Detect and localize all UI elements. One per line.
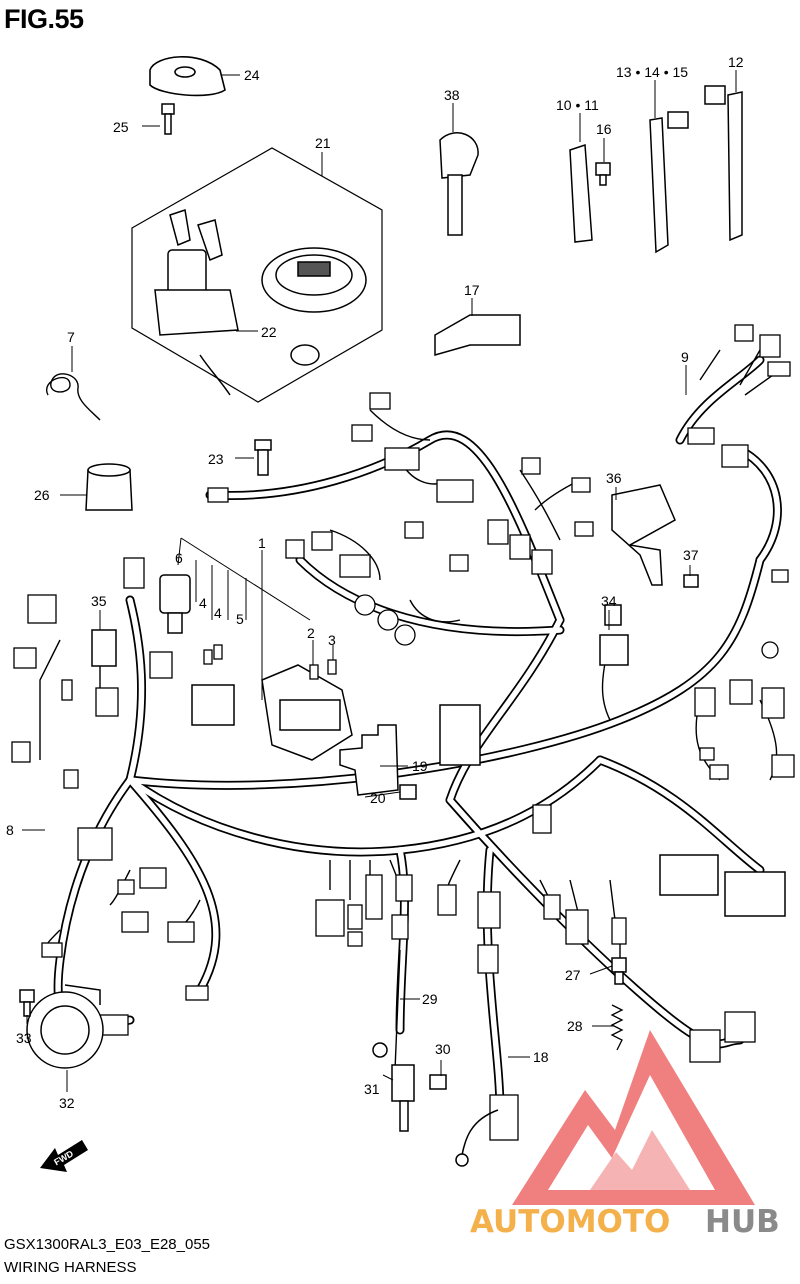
- callout-37: 37: [683, 547, 699, 563]
- callout-13-14-15: 13 • 14 • 15: [616, 64, 688, 80]
- bolt-30: [429, 1074, 447, 1090]
- ignition-set-box: [131, 147, 383, 403]
- callout-20: 20: [370, 790, 386, 806]
- callout-29: 29: [422, 991, 438, 1007]
- bracket-19: [339, 724, 399, 796]
- callout-16: 16: [596, 121, 612, 137]
- watermark-text-hub: HUB: [705, 1204, 780, 1240]
- callout-7: 7: [67, 329, 75, 345]
- sensor-27: [611, 957, 627, 985]
- ecm-connectors: [439, 704, 786, 917]
- watermark-triangle-inner: [548, 1075, 715, 1190]
- band-12: [704, 85, 743, 242]
- screw-37: [683, 574, 699, 588]
- figure-title: FIG.55: [4, 4, 84, 34]
- switch-31: [372, 1042, 415, 1132]
- callout-23: 23: [208, 451, 224, 467]
- callout-4b: 4: [214, 605, 222, 621]
- connector-35: [91, 629, 117, 667]
- horn-32: [26, 984, 104, 1069]
- relay-6: [159, 574, 191, 634]
- callout-10-11: 10 • 11: [556, 97, 599, 113]
- callout-8: 8: [6, 822, 14, 838]
- pad-17: [434, 314, 521, 356]
- connector-34: [599, 604, 629, 666]
- callout-24: 24: [244, 67, 260, 83]
- callout-labels: 24 25 21 22 7 23 26 38 10 • 11 16 13 • 1…: [6, 54, 744, 1111]
- callout-21: 21: [315, 135, 331, 151]
- fwd-arrow-icon: FWD: [40, 1140, 88, 1172]
- bolt-25: [161, 103, 175, 135]
- callout-22: 22: [261, 324, 277, 340]
- ground-terminal-18: [455, 1109, 499, 1167]
- callout-33: 33: [16, 1030, 32, 1046]
- callout-25: 25: [113, 119, 129, 135]
- bolt-20: [399, 784, 417, 800]
- callout-3: 3: [328, 632, 336, 648]
- callout-34: 34: [601, 593, 617, 609]
- ignition-cover: [149, 56, 226, 97]
- callout-35: 35: [91, 593, 107, 609]
- callout-1: 1: [258, 535, 266, 551]
- band-13-14-15: [649, 111, 689, 254]
- fuel-cap-lock: [261, 247, 367, 366]
- ignition-switch: [154, 209, 239, 396]
- spring-28: [610, 1004, 624, 1051]
- bolt-23: [254, 439, 272, 476]
- callout-17: 17: [464, 282, 480, 298]
- harness-connectors: [11, 324, 795, 1141]
- callout-38: 38: [444, 87, 460, 103]
- diagram-code: GSX1300RAL3_E03_E28_055: [4, 1236, 211, 1253]
- callout-36: 36: [606, 470, 622, 486]
- callout-26: 26: [34, 487, 50, 503]
- callout-2: 2: [307, 625, 315, 641]
- callout-27: 27: [565, 967, 581, 983]
- bracket-36: [611, 484, 676, 586]
- leader-lines: [22, 70, 737, 1092]
- callout-31: 31: [364, 1081, 380, 1097]
- callout-18: 18: [533, 1049, 549, 1065]
- callout-6: 6: [175, 550, 183, 566]
- clamp-10-11: [569, 143, 593, 243]
- automotohub-logo: [512, 1030, 755, 1205]
- main-wiring-harness: [58, 355, 777, 1115]
- key-38: [439, 132, 479, 236]
- screw-16: [595, 162, 611, 186]
- relay-5: [191, 684, 235, 726]
- callout-19: 19: [412, 758, 428, 774]
- callout-28: 28: [567, 1018, 583, 1034]
- callout-32: 32: [59, 1095, 75, 1111]
- callout-4a: 4: [199, 595, 207, 611]
- callout-9: 9: [681, 349, 689, 365]
- diagram-name: WIRING HARNESS: [4, 1259, 137, 1276]
- fuse-box: [261, 664, 353, 761]
- watermark-triangle-core: [590, 1130, 690, 1190]
- rubber-cap-26: [85, 463, 133, 511]
- callout-30: 30: [435, 1041, 451, 1057]
- spring-7: [45, 373, 101, 421]
- fuses-2-3-4: [203, 644, 337, 680]
- callout-5: 5: [236, 611, 244, 627]
- callout-12: 12: [728, 54, 744, 70]
- watermark-text-automoto: AUTOMOTO: [470, 1204, 670, 1240]
